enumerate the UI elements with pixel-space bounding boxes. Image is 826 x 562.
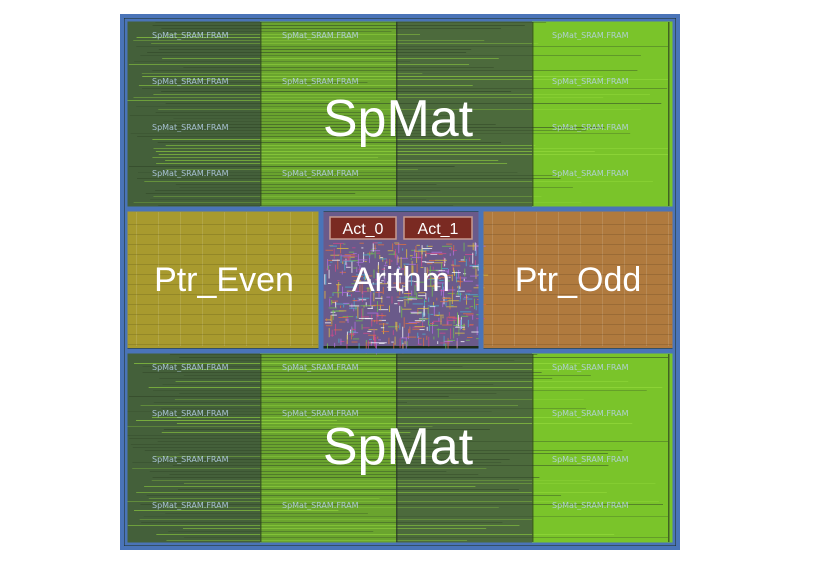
sram-macro-label: SpMat_SRAM.FRAM: [152, 409, 229, 418]
odd-grid-texture: [484, 212, 672, 346]
chip-layout: SpMat_SRAM.FRAM SpMat_SRAM.FRAM SpMat_SRAM…: [120, 14, 680, 550]
sram-macro-label: SpMat_SRAM.FRAM: [152, 77, 229, 86]
sram-macro-label: SpMat_SRAM.FRAM: [282, 409, 359, 418]
ptr-even-region: [126, 210, 320, 348]
sram-macro-label: SpMat_SRAM.FRAM: [552, 123, 629, 132]
sram-macro-label: SpMat_SRAM.FRAM: [282, 501, 359, 510]
sram-macro-label: SpMat_SRAM.FRAM: [552, 501, 629, 510]
top-stripes-texture: SpMat_SRAM.FRAM SpMat_SRAM.FRAM SpMat_SRAM…: [127, 22, 670, 206]
sram-macro-label: SpMat_SRAM.FRAM: [552, 363, 629, 372]
spmat-top-label: SpMat: [323, 90, 474, 148]
sram-macro-label: SpMat_SRAM.FRAM: [552, 409, 629, 418]
sram-macro-label: SpMat_SRAM.FRAM: [282, 363, 359, 372]
bottom-stripes-texture: SpMat_SRAM.FRAM SpMat_SRAM.FRAM SpMat_SRAM…: [126, 354, 670, 542]
ptr-even-label: Ptr_Even: [154, 261, 294, 299]
sram-macro-label: SpMat_SRAM.FRAM: [282, 77, 359, 86]
act-0-block: Act_0: [329, 216, 397, 240]
spmat-bottom-label: SpMat: [323, 418, 474, 476]
spmat-top-region: SpMat_SRAM.FRAM SpMat_SRAM.FRAM SpMat_SRAM…: [126, 20, 674, 208]
sram-macro-label: SpMat_SRAM.FRAM: [282, 169, 359, 178]
sram-macro-label: SpMat_SRAM.FRAM: [152, 123, 229, 132]
sram-macro-label: SpMat_SRAM.FRAM: [552, 169, 629, 178]
ptr-odd-label: Ptr_Odd: [515, 261, 642, 299]
sram-macro-label: SpMat_SRAM.FRAM: [552, 77, 629, 86]
sram-macro-label: SpMat_SRAM.FRAM: [152, 363, 229, 372]
act-1-block: Act_1: [403, 216, 473, 240]
chip-layout-svg: SpMat_SRAM.FRAM SpMat_SRAM.FRAM SpMat_SRAM…: [120, 14, 680, 550]
sram-macro-label: SpMat_SRAM.FRAM: [282, 31, 359, 40]
act-0-label: Act_0: [343, 221, 384, 238]
sram-macro-label: SpMat_SRAM.FRAM: [152, 501, 229, 510]
act-1-label: Act_1: [418, 221, 459, 238]
arithm-label: Arithm: [352, 261, 450, 299]
sram-macro-label: SpMat_SRAM.FRAM: [552, 455, 629, 464]
even-grid-texture: [128, 212, 318, 346]
sram-macro-label: SpMat_SRAM.FRAM: [152, 455, 229, 464]
arithm-logic-texture: [324, 242, 489, 355]
spmat-bottom-region: SpMat_SRAM.FRAM SpMat_SRAM.FRAM SpMat_SRAM…: [126, 352, 674, 544]
ptr-odd-region: [482, 210, 674, 348]
sram-macro-label: SpMat_SRAM.FRAM: [152, 31, 229, 40]
sram-macro-label: SpMat_SRAM.FRAM: [152, 169, 229, 178]
sram-macro-label: SpMat_SRAM.FRAM: [552, 31, 629, 40]
region-outlines: [124, 18, 676, 546]
